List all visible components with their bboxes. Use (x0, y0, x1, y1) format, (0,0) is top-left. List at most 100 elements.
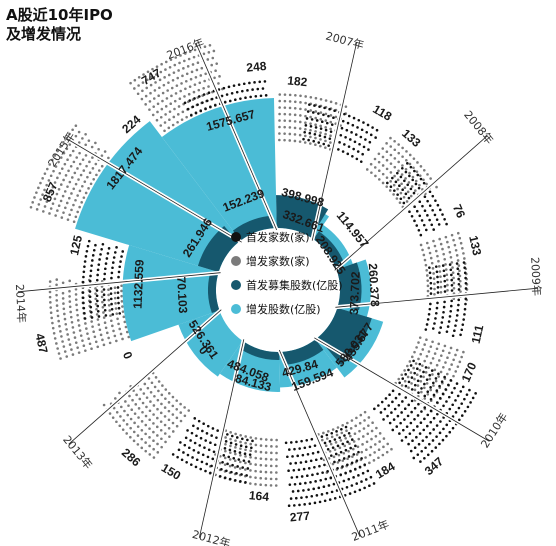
add-count-label: 133 (399, 126, 424, 150)
add-count-dots (94, 281, 106, 347)
add-shares-label: 373.702 (347, 271, 363, 315)
add-count-dots (136, 56, 215, 96)
year-label: 2012年 (191, 527, 232, 546)
add-count-dots (136, 383, 179, 428)
add-count-dots (450, 233, 462, 299)
add-count-dots (214, 453, 278, 468)
ipo-count-dots (81, 239, 91, 320)
ipo-count-dots (431, 265, 440, 330)
ipo-count-dots (419, 392, 477, 463)
ipo-count-dots (459, 261, 468, 337)
add-count-dots (129, 384, 175, 433)
year-divider-line (334, 135, 488, 271)
ipo-count-dots (193, 417, 254, 443)
add-count-dots (125, 390, 171, 438)
ipo-shares-bar (197, 226, 239, 273)
year-label: 2009年 (528, 257, 544, 297)
year-label: 2016年 (165, 35, 206, 62)
add-count-dots (148, 75, 221, 111)
add-count-dots (129, 43, 212, 85)
year-divider-line (198, 339, 245, 538)
ipo-count-dots (183, 80, 267, 105)
add-count-dots (319, 421, 374, 449)
add-count-dots (54, 141, 97, 217)
add-count-dots (444, 235, 456, 300)
shares-bars-layer (75, 98, 384, 392)
chart-title: A股近10年IPO 及增发情况 (6, 6, 113, 44)
add-count-dots (74, 282, 87, 352)
ipo-count-dots (190, 94, 268, 117)
legend-swatch (231, 280, 241, 290)
add-count-dots (278, 138, 332, 151)
add-count-dots (66, 150, 107, 221)
add-count-label: 747 (139, 66, 164, 88)
add-count-dots (413, 344, 447, 402)
add-count-dots (48, 139, 91, 215)
add-shares-bar (75, 121, 241, 273)
add-count-label: 857 (40, 180, 61, 204)
year-label: 2007年 (324, 29, 365, 53)
ipo-shares-label: 260.378 (366, 263, 382, 307)
ipo-count-dots (171, 453, 247, 484)
ipo-count-dots (407, 382, 459, 446)
legend-label: 增发家数(家) (246, 254, 310, 268)
add-count-dots (68, 279, 81, 354)
add-count-dots (419, 243, 430, 298)
add-count-dots (438, 237, 449, 297)
ipo-count-dots (400, 379, 453, 442)
add-count-dots (151, 371, 191, 412)
legend-label: 首发募集股数(亿股) (246, 278, 343, 292)
ipo-shares-bar (282, 339, 324, 365)
ipo-count-label: 118 (370, 102, 394, 124)
add-count-dots (113, 281, 124, 341)
ipo-shares-bar (313, 231, 345, 267)
legend-label: 首发家数(家) (246, 230, 310, 244)
add-count-dots (323, 426, 378, 455)
add-count-dots (42, 133, 87, 213)
add-shares-bar (122, 245, 220, 342)
year-divider-line (17, 272, 221, 293)
legend-label: 增发股数(亿股) (246, 302, 321, 316)
add-count-dots (385, 142, 431, 190)
add-shares-bar (161, 98, 277, 241)
year-label: 2015年 (45, 129, 78, 169)
ipo-count-dots (192, 424, 253, 450)
ipo-count-dots (287, 482, 376, 508)
ipo-count-dots (424, 266, 433, 331)
ipo-count-dots (288, 432, 351, 451)
ipo-count-label: 277 (289, 509, 311, 525)
add-shares-label: 1132.559 (131, 259, 147, 309)
chart-title-line2: 及增发情况 (6, 25, 82, 43)
add-count-dots (432, 239, 443, 299)
add-count-dots (381, 147, 427, 196)
add-count-dots (322, 432, 382, 462)
ipo-count-dots (302, 137, 363, 163)
legend-swatch (231, 232, 241, 242)
year-label: 2011年 (350, 517, 391, 544)
add-count-dots (404, 340, 434, 394)
add-count-label: 182 (287, 73, 309, 89)
add-count-label: 164 (248, 488, 270, 504)
add-count-dots (278, 112, 342, 127)
add-count-dots (219, 448, 278, 461)
year-divider-line (311, 42, 358, 241)
add-count-dots (29, 124, 78, 209)
year-divider-line (66, 138, 242, 243)
add-count-dots (48, 280, 62, 360)
year-divider-line (68, 309, 222, 445)
ipo-count-dots (412, 388, 471, 460)
add-count-dots (120, 284, 131, 339)
add-count-dots (55, 278, 69, 358)
add-count-dots (278, 125, 337, 139)
add-count-label: 133 (466, 234, 484, 257)
add-count-dots (61, 281, 75, 356)
ipo-count-label: 76 (450, 202, 468, 220)
add-count-dots (35, 130, 81, 211)
legend-swatch (231, 256, 241, 266)
add-count-dots (317, 410, 367, 436)
ipo-count-dots (303, 130, 364, 156)
add-count-dots (278, 106, 343, 120)
add-count-label: 170 (459, 360, 480, 384)
ipo-count-dots (289, 475, 373, 500)
